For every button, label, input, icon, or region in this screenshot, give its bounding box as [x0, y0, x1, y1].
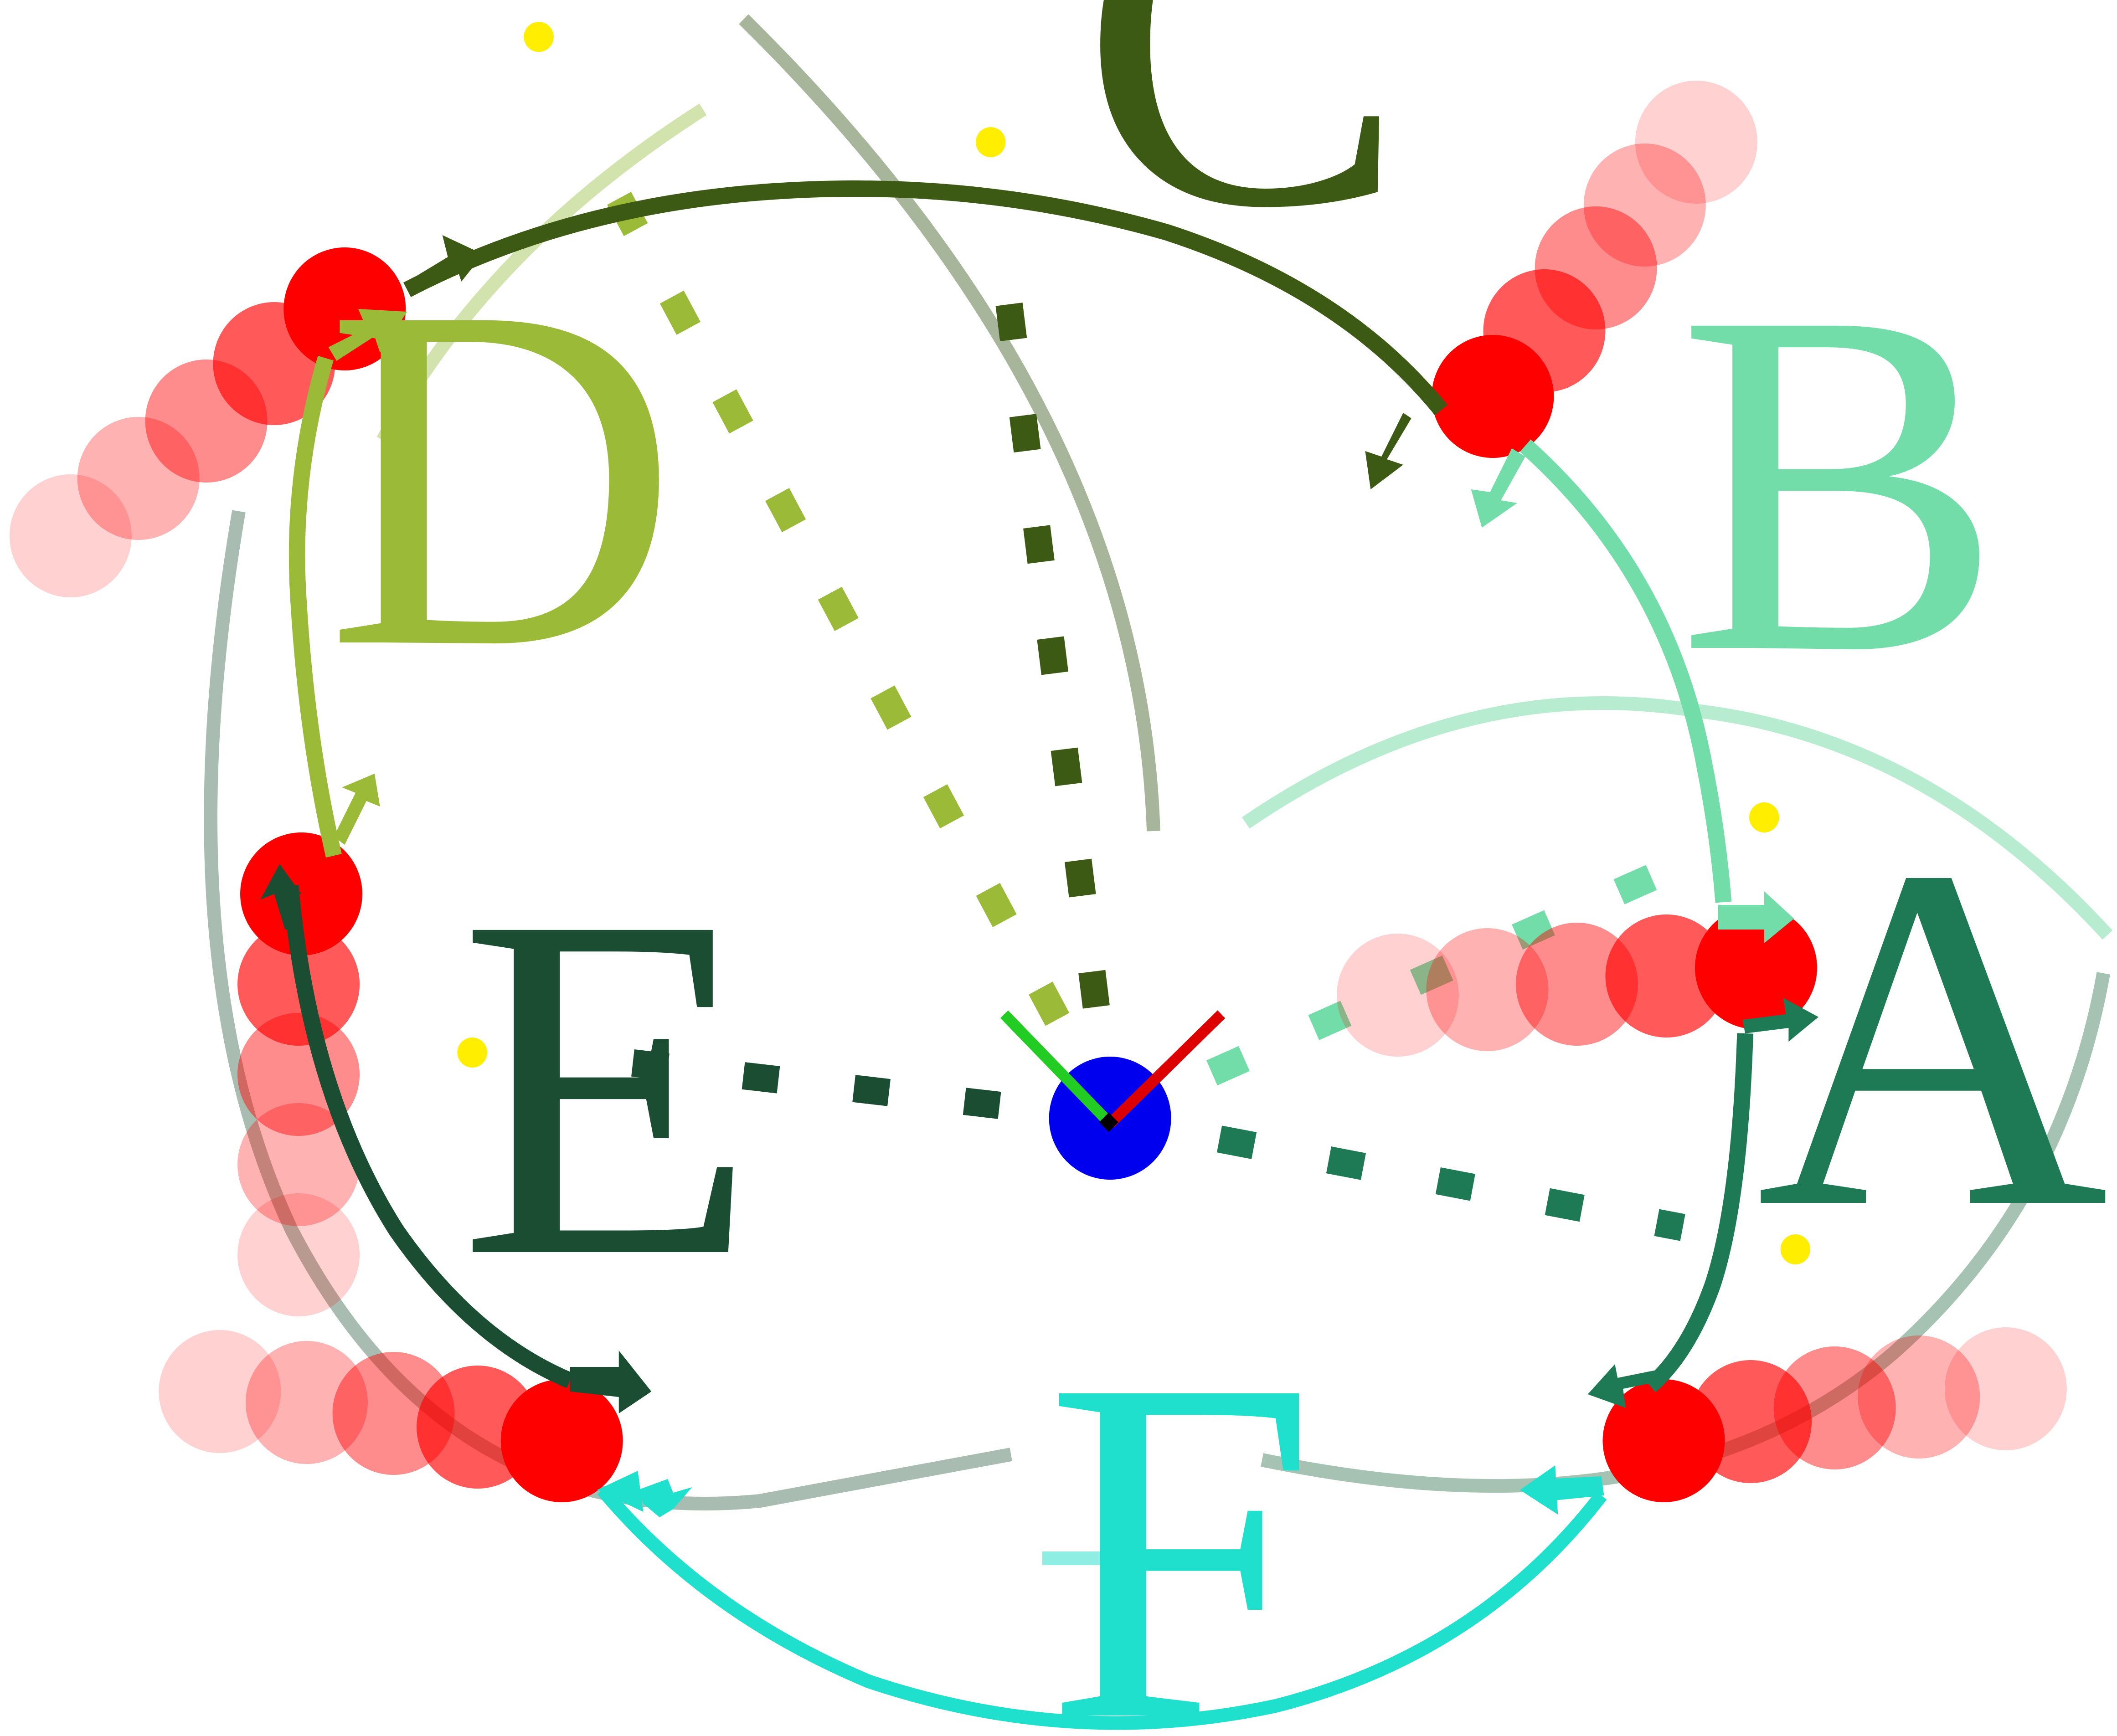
red-ball-icon: [9, 474, 132, 597]
arrow-D-end: [334, 774, 380, 845]
arc-F: [597, 1485, 1607, 1730]
yellow-target-dot-icon: [1749, 802, 1779, 832]
red-ball-icon: [159, 1330, 281, 1453]
yellow-target-dot-icon: [975, 127, 1006, 157]
ray-C: [988, 241, 1124, 1120]
red-ball-icon: [1695, 906, 1817, 1029]
label-D: D: [326, 204, 679, 749]
ball-trail-top-right: [1432, 81, 1757, 458]
arc-C: [403, 180, 1447, 416]
arrow-A-end: [1587, 1364, 1664, 1408]
red-ball-icon: [1602, 1379, 1725, 1502]
yellow-target-dot-icon: [457, 1037, 487, 1068]
red-ball-icon: [1944, 1327, 2067, 1450]
axis-y-icon: [1000, 1010, 1114, 1128]
arrow-B-start: [1471, 448, 1525, 528]
ball-trail-bottom-right: [1602, 1327, 2067, 1502]
arrow-D-start: [328, 309, 407, 361]
arrow-A-start: [1742, 998, 1818, 1042]
ray-D: [574, 130, 1122, 1125]
red-ball-icon: [1336, 934, 1459, 1057]
trajectory-arcs: [282, 180, 1754, 1730]
red-ball-icon: [237, 1103, 360, 1226]
red-ball-icon: [1605, 914, 1728, 1037]
yellow-target-dot-icon: [524, 22, 554, 52]
red-ball-icon: [240, 832, 363, 955]
red-ball-icon: [1858, 1335, 1980, 1459]
red-ball-icon: [245, 1341, 368, 1464]
axis-x-icon: [1106, 1010, 1226, 1128]
trajectory-arrows: [260, 235, 1818, 1517]
label-E: E: [458, 813, 757, 1358]
ball-trail-right: [1336, 906, 1817, 1057]
label-B: B: [1677, 209, 2003, 754]
arrow-F-start-head: [597, 1471, 644, 1512]
arc-D: [288, 355, 342, 858]
arrow-B-end: [1718, 891, 1794, 943]
arrow-F-end-head: [1520, 1465, 1558, 1515]
red-ball-icon: [77, 417, 200, 540]
dashed-rays: [541, 130, 1718, 1241]
arrow-C-start: [407, 235, 484, 293]
arrow-C-end: [1365, 413, 1411, 489]
arrow-F-end: [1547, 1476, 1604, 1501]
yellow-target-dot-icon: [1780, 1234, 1811, 1264]
arrow-F-start: [638, 1479, 692, 1517]
target-dots: [457, 22, 1811, 1264]
red-ball-icon: [1583, 144, 1706, 267]
arrow-E-end: [570, 1351, 652, 1413]
arc-B: [1520, 439, 1732, 903]
ball-trail-bottom-left: [159, 1330, 623, 1502]
red-ball-icon: [500, 1379, 623, 1502]
faint-arc-A-right: [1261, 972, 2110, 1493]
label-F: F: [1045, 1277, 1317, 1736]
label-C: C: [1080, 0, 1406, 309]
faint-guide-arcs: [204, 14, 2113, 1565]
faint-arc-C: [739, 14, 1160, 832]
red-ball-icon: [237, 1193, 360, 1316]
red-ball-icon: [1515, 923, 1638, 1046]
red-ball-icon: [1432, 335, 1554, 458]
ray-A: [1107, 1104, 1685, 1241]
faint-arc-D: [376, 103, 707, 444]
ray-E: [541, 1039, 1112, 1132]
ball-trail-top-left: [9, 247, 406, 597]
arrow-E-start: [260, 864, 302, 930]
region-labels: C B D A E F: [326, 0, 2109, 1736]
label-A: A: [1756, 764, 2109, 1309]
red-ball-icon: [283, 247, 406, 370]
red-ball-icon: [1635, 81, 1757, 204]
center-robot: [1000, 1010, 1226, 1180]
arc-E: [282, 885, 573, 1388]
red-ball-icon: [1426, 928, 1549, 1051]
arc-A: [1644, 1033, 1754, 1392]
